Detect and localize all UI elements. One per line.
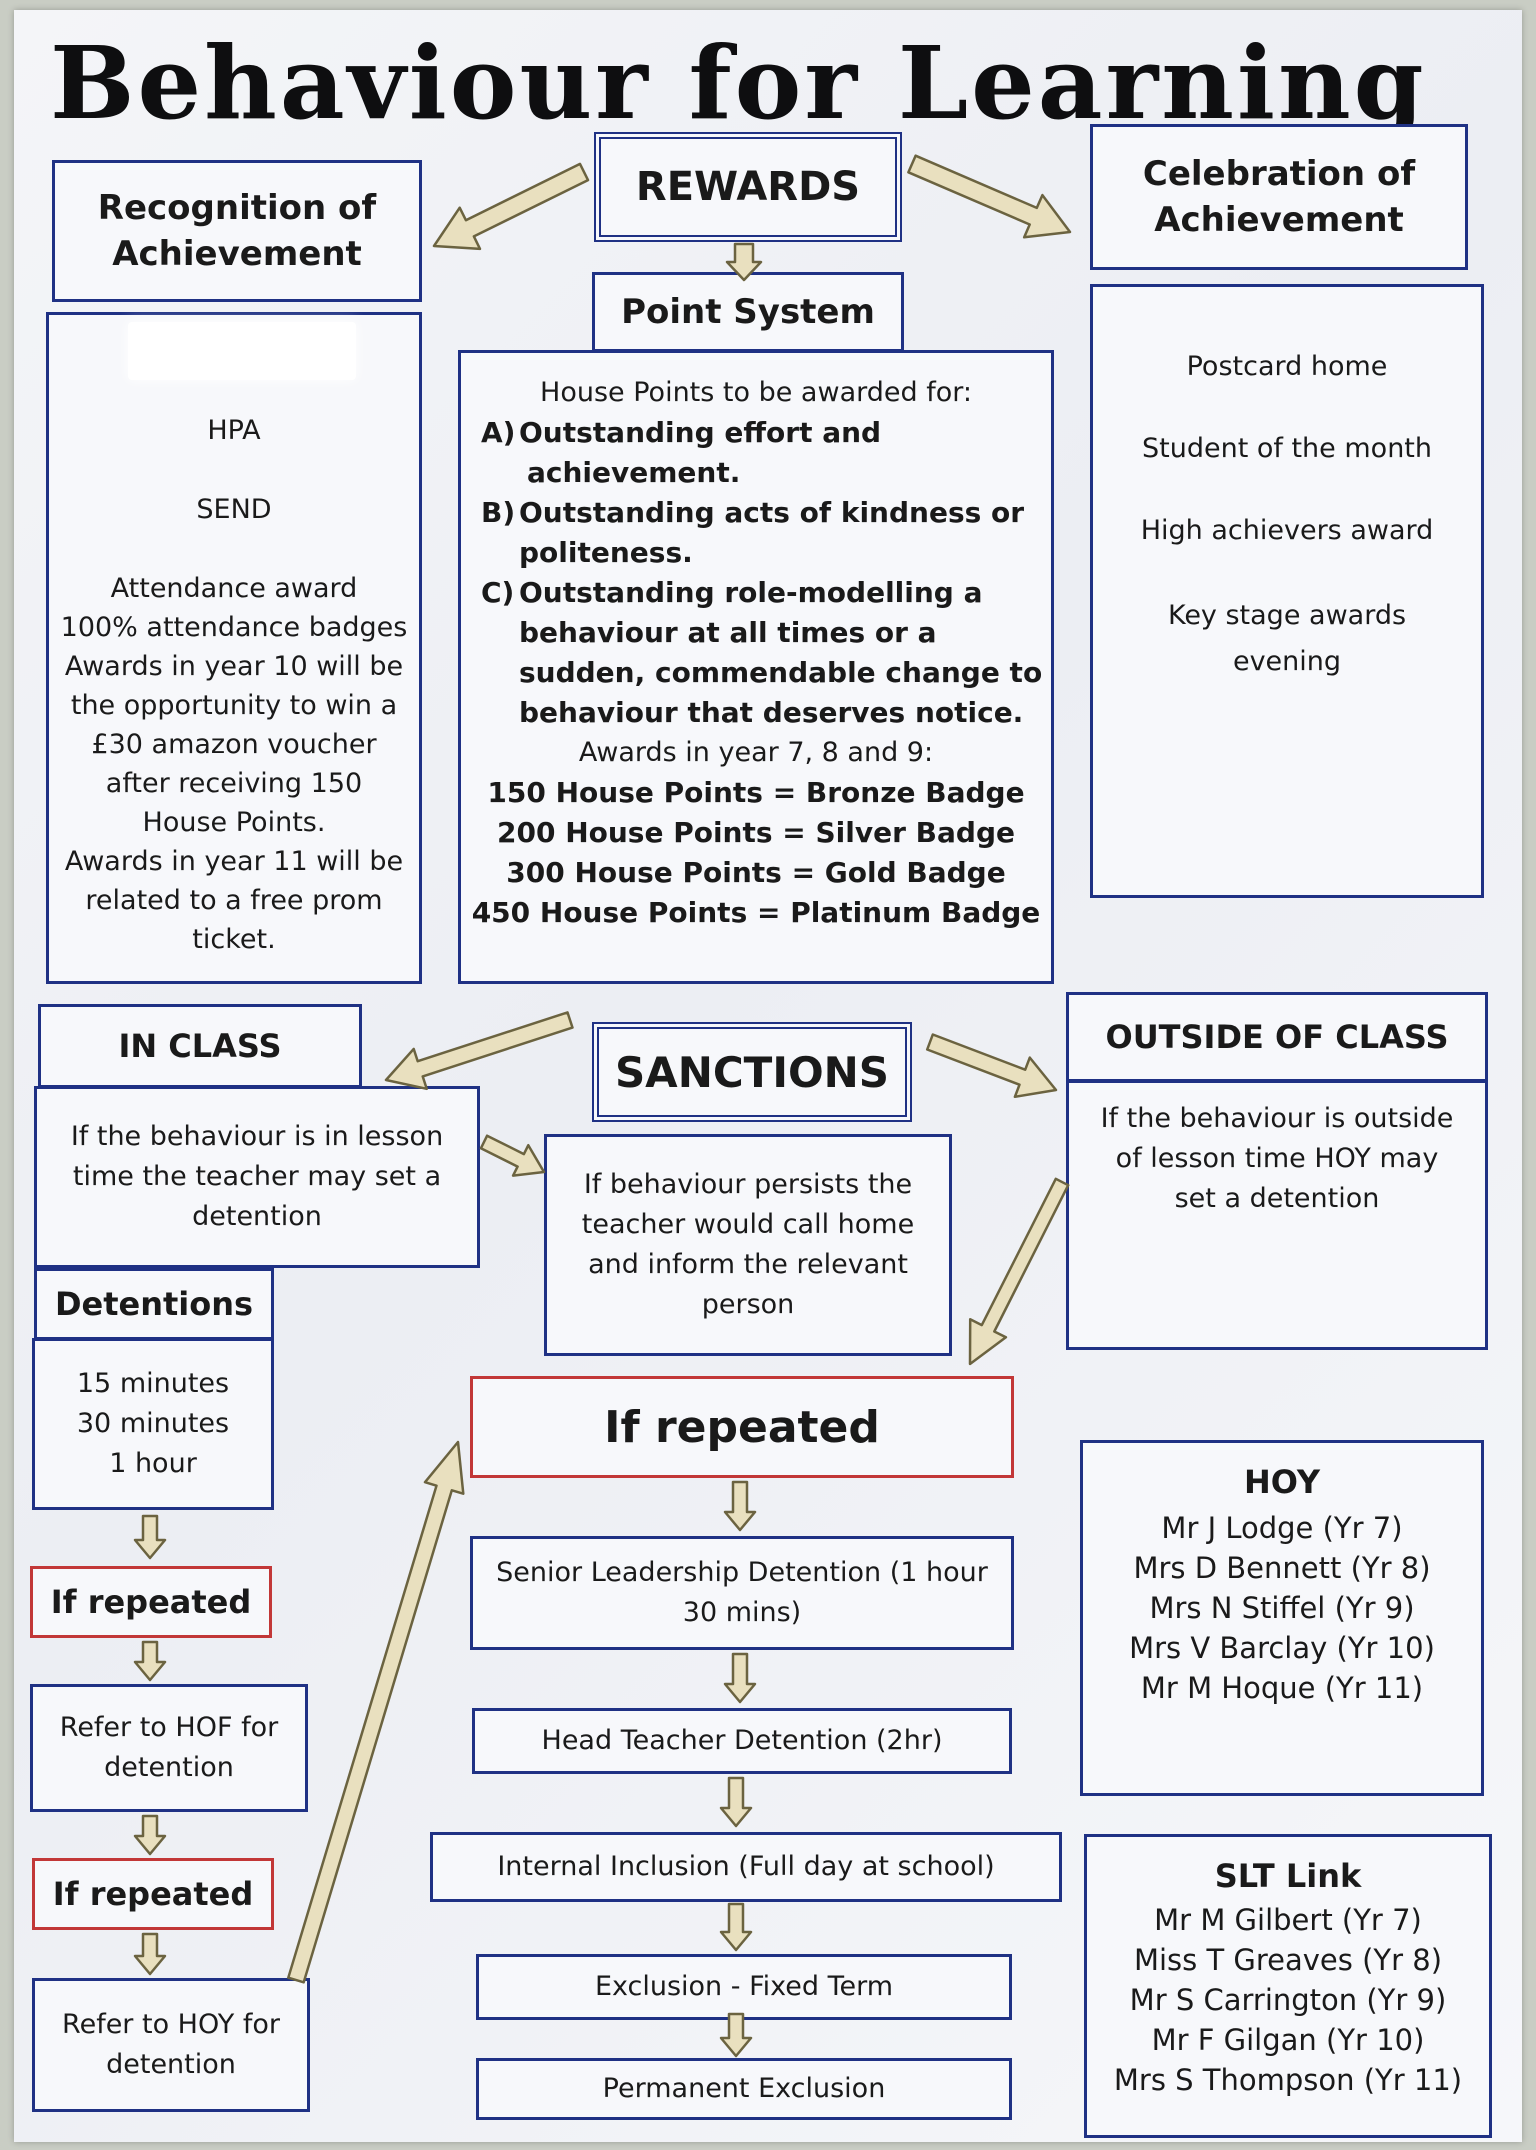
detention-item: 1 hour [109, 1448, 197, 1479]
arrow-down [719, 2012, 753, 2058]
criteria-b: B)Outstanding acts of kindness or polite… [481, 496, 1025, 569]
slt-name: Mr F Gilgan (Yr 10) [1151, 2023, 1425, 2057]
badge-line: 300 House Points = Gold Badge [506, 856, 1006, 889]
celebration-heading: Celebration of Achievement [1090, 124, 1468, 270]
arrow-to-outside-class [925, 1033, 1058, 1099]
recognition-heading-line2: Achievement [112, 234, 362, 274]
arrow-back-to-if-repeated [287, 1440, 465, 1984]
arrow-down [723, 1480, 757, 1532]
arrow-down [723, 1652, 757, 1704]
badge-line: 200 House Points = Silver Badge [497, 816, 1015, 849]
attendance-line: ticket. [192, 924, 276, 955]
celebration-item: High achievers award [1140, 515, 1434, 546]
celebration-item: Postcard home [1186, 351, 1388, 382]
detention-item: 30 minutes [76, 1408, 230, 1439]
if-repeated-left-2: If repeated [32, 1858, 274, 1930]
sanction-step: Permanent Exclusion [476, 2058, 1012, 2120]
if-repeated-center: If repeated [470, 1376, 1014, 1478]
awards-intro: Awards in year 7, 8 and 9: [578, 737, 934, 768]
arrow-to-in-class [384, 1011, 574, 1091]
arrow-down [133, 1640, 167, 1682]
in-class-heading: IN CLASS [38, 1004, 362, 1088]
slt-name: Mr S Carrington (Yr 9) [1129, 1983, 1447, 2017]
persists-panel: If behaviour persists the teacher would … [544, 1134, 952, 1356]
arrow-to-persists [479, 1134, 546, 1177]
slt-name: Miss T Greaves (Yr 8) [1133, 1943, 1443, 1977]
if-repeated-left-1: If repeated [30, 1566, 272, 1638]
outside-class-text: If the behaviour is outside of lesson ti… [1100, 1103, 1454, 1214]
recognition-item: SEND [196, 494, 272, 525]
criteria-list: A)Outstanding effort and achievement. B)… [461, 413, 1051, 733]
sanction-step: Internal Inclusion (Full day at school) [430, 1832, 1062, 1902]
outside-class-heading: OUTSIDE OF CLASS [1066, 992, 1488, 1082]
arrow-to-celebration [907, 154, 1072, 239]
slt-name: Mr M Gilbert (Yr 7) [1154, 1903, 1422, 1937]
hoy-name: Mr J Lodge (Yr 7) [1161, 1511, 1403, 1545]
recognition-heading: Recognition of Achievement [52, 160, 422, 302]
page-title: Behaviour for Learning [50, 24, 1427, 142]
criteria-c: C)Outstanding role-modelling a behaviour… [481, 576, 1043, 729]
point-system-intro: House Points to be awarded for: [540, 377, 972, 408]
celebration-heading-line2: Achievement [1154, 200, 1404, 240]
arrow-down [719, 1902, 753, 1952]
arrow-down [133, 1814, 167, 1856]
attendance-line: Attendance award [110, 573, 358, 604]
hoy-name: Mrs V Barclay (Yr 10) [1129, 1631, 1435, 1665]
refer-hof-panel: Refer to HOF for detention [30, 1684, 308, 1812]
arrow-to-if-repeated [968, 1177, 1070, 1366]
slt-name: Mrs S Thompson (Yr 11) [1113, 2063, 1463, 2097]
hoy-name: Mr M Hoque (Yr 11) [1140, 1671, 1424, 1705]
hoy-panel: HOY Mr J Lodge (Yr 7) Mrs D Bennett (Yr … [1080, 1440, 1484, 1796]
hoy-name: Mrs N Stiffel (Yr 9) [1149, 1591, 1415, 1625]
sanction-step: Senior Leadership Detention (1 hour 30 m… [470, 1536, 1014, 1650]
refer-hoy-panel: Refer to HOY for detention [32, 1978, 310, 2112]
celebration-panel: Postcard home Student of the month High … [1090, 284, 1484, 898]
in-class-panel: If the behaviour is in lesson time the t… [34, 1086, 480, 1268]
arrow-to-recognition [432, 162, 590, 251]
recognition-panel: HPA SEND Attendance award 100% attendanc… [46, 312, 422, 984]
detentions-panel: 15 minutes 30 minutes 1 hour [32, 1338, 274, 1510]
point-system-panel: House Points to be awarded for: A)Outsta… [458, 350, 1054, 984]
detention-item: 15 minutes [76, 1368, 230, 1399]
slt-heading: SLT Link [1214, 1857, 1362, 1895]
arrow-down [133, 1514, 167, 1560]
arrow-down [719, 1776, 753, 1828]
persists-text: If behaviour persists the teacher would … [581, 1169, 915, 1320]
hoy-heading: HOY [1243, 1463, 1320, 1501]
attendance-line: after receiving 150 [105, 768, 363, 799]
attendance-line: Awards in year 10 will be [64, 651, 404, 682]
arrow-to-point-system [725, 242, 763, 282]
celebration-heading-line1: Celebration of [1142, 154, 1416, 194]
hoy-name: Mrs D Bennett (Yr 8) [1133, 1551, 1431, 1585]
attendance-line: 100% attendance badges [60, 612, 408, 643]
badge-line: 450 House Points = Platinum Badge [471, 896, 1041, 929]
sanctions-heading: SANCTIONS [592, 1022, 912, 1122]
in-class-text: If the behaviour is in lesson time the t… [70, 1121, 444, 1232]
celebration-item: Student of the month [1142, 433, 1432, 464]
outside-class-panel: If the behaviour is outside of lesson ti… [1066, 1080, 1488, 1350]
attendance-line: £30 amazon voucher [91, 729, 377, 760]
attendance-line: Awards in year 11 will be [64, 846, 404, 877]
sanction-step: Exclusion - Fixed Term [476, 1954, 1012, 2020]
arrow-down [133, 1932, 167, 1976]
celebration-item: Key stage awards evening [1167, 600, 1407, 677]
attendance-line: related to a free prom [85, 885, 383, 916]
attendance-line: House Points. [142, 807, 326, 838]
rewards-heading: REWARDS [594, 132, 902, 242]
slt-panel: SLT Link Mr M Gilbert (Yr 7) Miss T Grea… [1084, 1834, 1492, 2138]
criteria-a: A)Outstanding effort and achievement. [481, 416, 882, 489]
redacted-label [128, 322, 356, 380]
sanction-step: Head Teacher Detention (2hr) [472, 1708, 1012, 1774]
badge-line: 150 House Points = Bronze Badge [487, 776, 1025, 809]
recognition-heading-line1: Recognition of [97, 188, 377, 228]
attendance-line: the opportunity to win a [70, 690, 398, 721]
recognition-item: HPA [207, 415, 261, 446]
